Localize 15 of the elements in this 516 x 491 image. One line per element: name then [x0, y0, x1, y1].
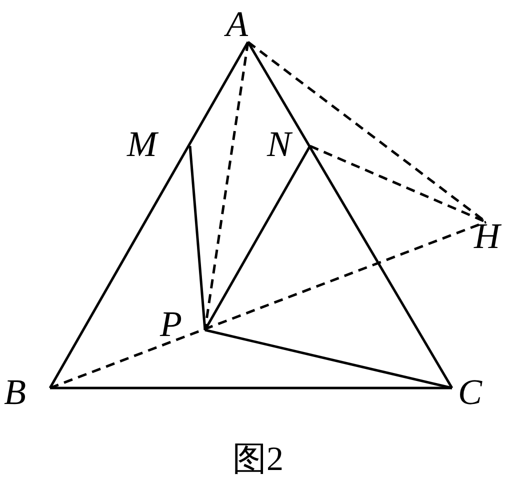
- line-segment: [188, 146, 206, 330]
- point-label: H: [474, 218, 500, 254]
- figure-caption: 图2: [232, 440, 284, 480]
- point-label: M: [127, 126, 157, 162]
- point-label: A: [226, 6, 248, 42]
- point-label: N: [267, 126, 292, 162]
- dashed-line: [204, 42, 250, 330]
- point-label: P: [160, 306, 182, 342]
- line-segment: [204, 328, 452, 390]
- dashed-line: [50, 220, 486, 390]
- line-segment: [50, 386, 452, 390]
- dashed-line: [310, 144, 486, 224]
- point-label: B: [4, 374, 26, 410]
- point-label: C: [458, 374, 482, 410]
- line-segment: [48, 41, 250, 389]
